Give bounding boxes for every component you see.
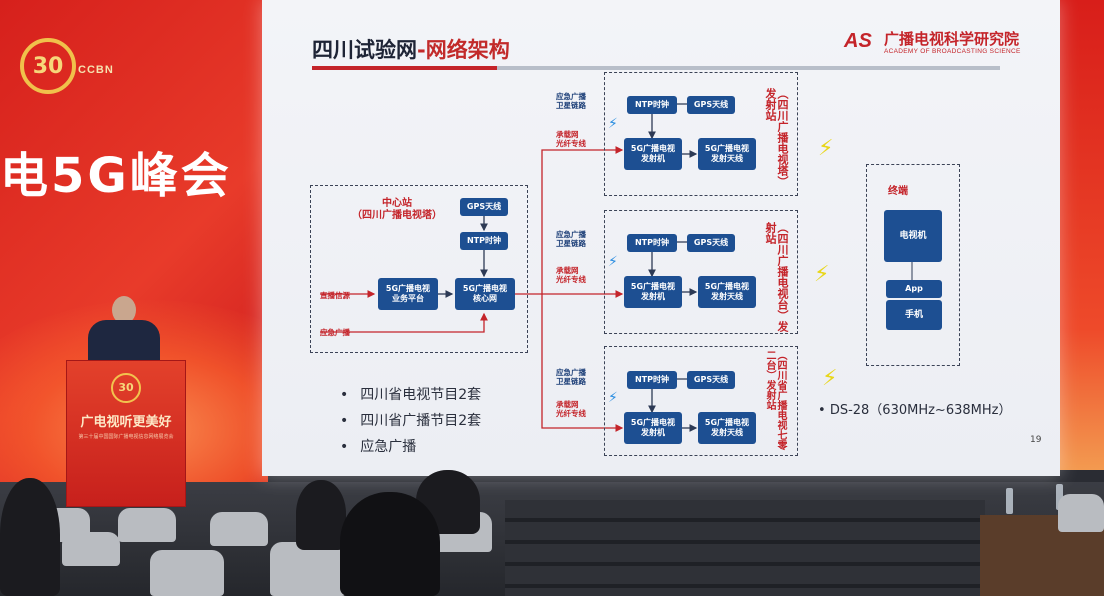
site-3-antenna: 5G广播电视 发射天线 bbox=[698, 412, 756, 444]
core-network: 5G广播电视 核心网 bbox=[455, 278, 515, 310]
site-3-emergency-link: 应急广播 卫星链路 bbox=[556, 368, 586, 386]
brand-name-cn: 广播电视科学研究院 bbox=[884, 30, 1020, 48]
site-1-gps-antenna: GPS天线 bbox=[687, 96, 735, 114]
title-rule bbox=[312, 66, 1000, 70]
slide-title-sub: 网络架构 bbox=[425, 38, 510, 62]
site-2-ntp-clock: NTP时钟 bbox=[627, 234, 677, 252]
frequency-label: • DS-28（630MHz~638MHz） bbox=[818, 403, 1012, 418]
site-1-fiber-link: 承载网 光纤专线 bbox=[556, 130, 586, 148]
ccbn-30-logo: 30 bbox=[20, 38, 76, 94]
center-gps-antenna: GPS天线 bbox=[460, 198, 508, 216]
terminal-phone: 手机 bbox=[886, 300, 942, 330]
podium-subtitle: 第三十届中国国际广播电视信息网络展览会 bbox=[78, 434, 174, 440]
site-2-transmitter: 5G广播电视 发射机 bbox=[624, 276, 682, 308]
site-3-fiber-link: 承载网 光纤专线 bbox=[556, 400, 586, 418]
site-1-name: （四川广播电视塔）发射站 bbox=[764, 88, 789, 187]
brand-name-en: ACADEMY OF BROADCASTING SCIENCE bbox=[884, 48, 1021, 55]
podium-slogan: 广电视听更美好 bbox=[80, 415, 172, 430]
speaker bbox=[86, 296, 162, 368]
backdrop-title: 电5G峰会 bbox=[0, 148, 232, 204]
audience-chair bbox=[118, 508, 176, 542]
site-1-emergency-link: 应急广播 卫星链路 bbox=[556, 92, 586, 110]
slide-page-number: 19 bbox=[1030, 435, 1042, 445]
site-3-box bbox=[604, 346, 798, 456]
water-bottle bbox=[1006, 488, 1013, 514]
audience-member bbox=[340, 492, 440, 596]
center-station-title: 中心站 （四川广播电视塔） bbox=[352, 198, 442, 221]
bullet-item: 四川省电视节目2套 bbox=[340, 382, 481, 408]
site-3-ntp-clock: NTP时钟 bbox=[627, 371, 677, 389]
projected-slide: 四川试验网-网络架构 AS 广播电视科学研究院 ACADEMY OF BROAD… bbox=[262, 0, 1060, 476]
audience-member bbox=[0, 478, 60, 596]
terminal-title: 终端 bbox=[888, 186, 908, 197]
site-1-ntp-clock: NTP时钟 bbox=[627, 96, 677, 114]
slide-title-separator: - bbox=[417, 38, 426, 62]
site-3-name: （四川省广播电视七零二台）发射站 bbox=[764, 350, 786, 450]
slide-title-main: 四川试验网 bbox=[312, 38, 417, 62]
audience-chair bbox=[270, 542, 346, 596]
site-2-emergency-link: 应急广播 卫星链路 bbox=[556, 230, 586, 248]
wireless-bolt-icon-3: ⚡ bbox=[822, 366, 838, 391]
slide-title: 四川试验网-网络架构 bbox=[312, 34, 510, 64]
title-rule-accent bbox=[312, 66, 497, 70]
podium: 30 广电视听更美好 第三十届中国国际广播电视信息网络展览会 bbox=[66, 360, 186, 507]
site-1-box bbox=[604, 72, 798, 196]
bullet-item: 应急广播 bbox=[340, 434, 481, 460]
abs-logo-icon: AS bbox=[844, 30, 872, 52]
podium-logo: 30 bbox=[111, 373, 141, 403]
site-2-fiber-link: 承载网 光纤专线 bbox=[556, 266, 586, 284]
center-ntp-clock: NTP时钟 bbox=[460, 232, 508, 250]
site-3-satellite-wave-icon: ⚡ bbox=[608, 390, 618, 406]
wireless-bolt-icon-1: ⚡ bbox=[818, 136, 834, 161]
site-2-antenna: 5G广播电视 发射天线 bbox=[698, 276, 756, 308]
terminal-app: App bbox=[886, 280, 942, 298]
site-1-transmitter: 5G广播电视 发射机 bbox=[624, 138, 682, 170]
audience-member bbox=[296, 480, 346, 550]
site-2-box bbox=[604, 210, 798, 334]
stage-steps bbox=[505, 500, 985, 596]
speaker-head bbox=[112, 296, 136, 324]
bullet-item: 四川省广播节目2套 bbox=[340, 408, 481, 434]
site-3-gps-antenna: GPS天线 bbox=[687, 371, 735, 389]
program-bullet-list: 四川省电视节目2套 四川省广播节目2套 应急广播 bbox=[340, 382, 481, 460]
service-platform: 5G广播电视 业务平台 bbox=[378, 278, 438, 310]
water-bottle bbox=[1056, 484, 1063, 510]
site-1-satellite-wave-icon: ⚡ bbox=[608, 116, 618, 132]
wireless-bolt-icon-2: ⚡ bbox=[814, 262, 830, 287]
site-1-antenna: 5G广播电视 发射天线 bbox=[698, 138, 756, 170]
ccbn-logo-text: CCBN bbox=[78, 64, 114, 76]
audience-chair bbox=[210, 512, 268, 546]
frequency-value: DS-28（630MHz~638MHz） bbox=[829, 403, 1012, 418]
site-2-gps-antenna: GPS天线 bbox=[687, 234, 735, 252]
site-2-name: （四川广播电视台）发射站 bbox=[764, 222, 789, 332]
site-3-transmitter: 5G广播电视 发射机 bbox=[624, 412, 682, 444]
audience-chair bbox=[1058, 494, 1104, 532]
terminal-tv: 电视机 bbox=[884, 210, 942, 262]
input-live-source: 直播信源 bbox=[320, 291, 350, 300]
center-station-box bbox=[310, 185, 528, 353]
audience-chair bbox=[62, 532, 120, 566]
audience-chair bbox=[150, 550, 224, 596]
terminal-box bbox=[866, 164, 960, 366]
input-emergency: 应急广播 bbox=[320, 328, 350, 337]
site-2-satellite-wave-icon: ⚡ bbox=[608, 254, 618, 270]
